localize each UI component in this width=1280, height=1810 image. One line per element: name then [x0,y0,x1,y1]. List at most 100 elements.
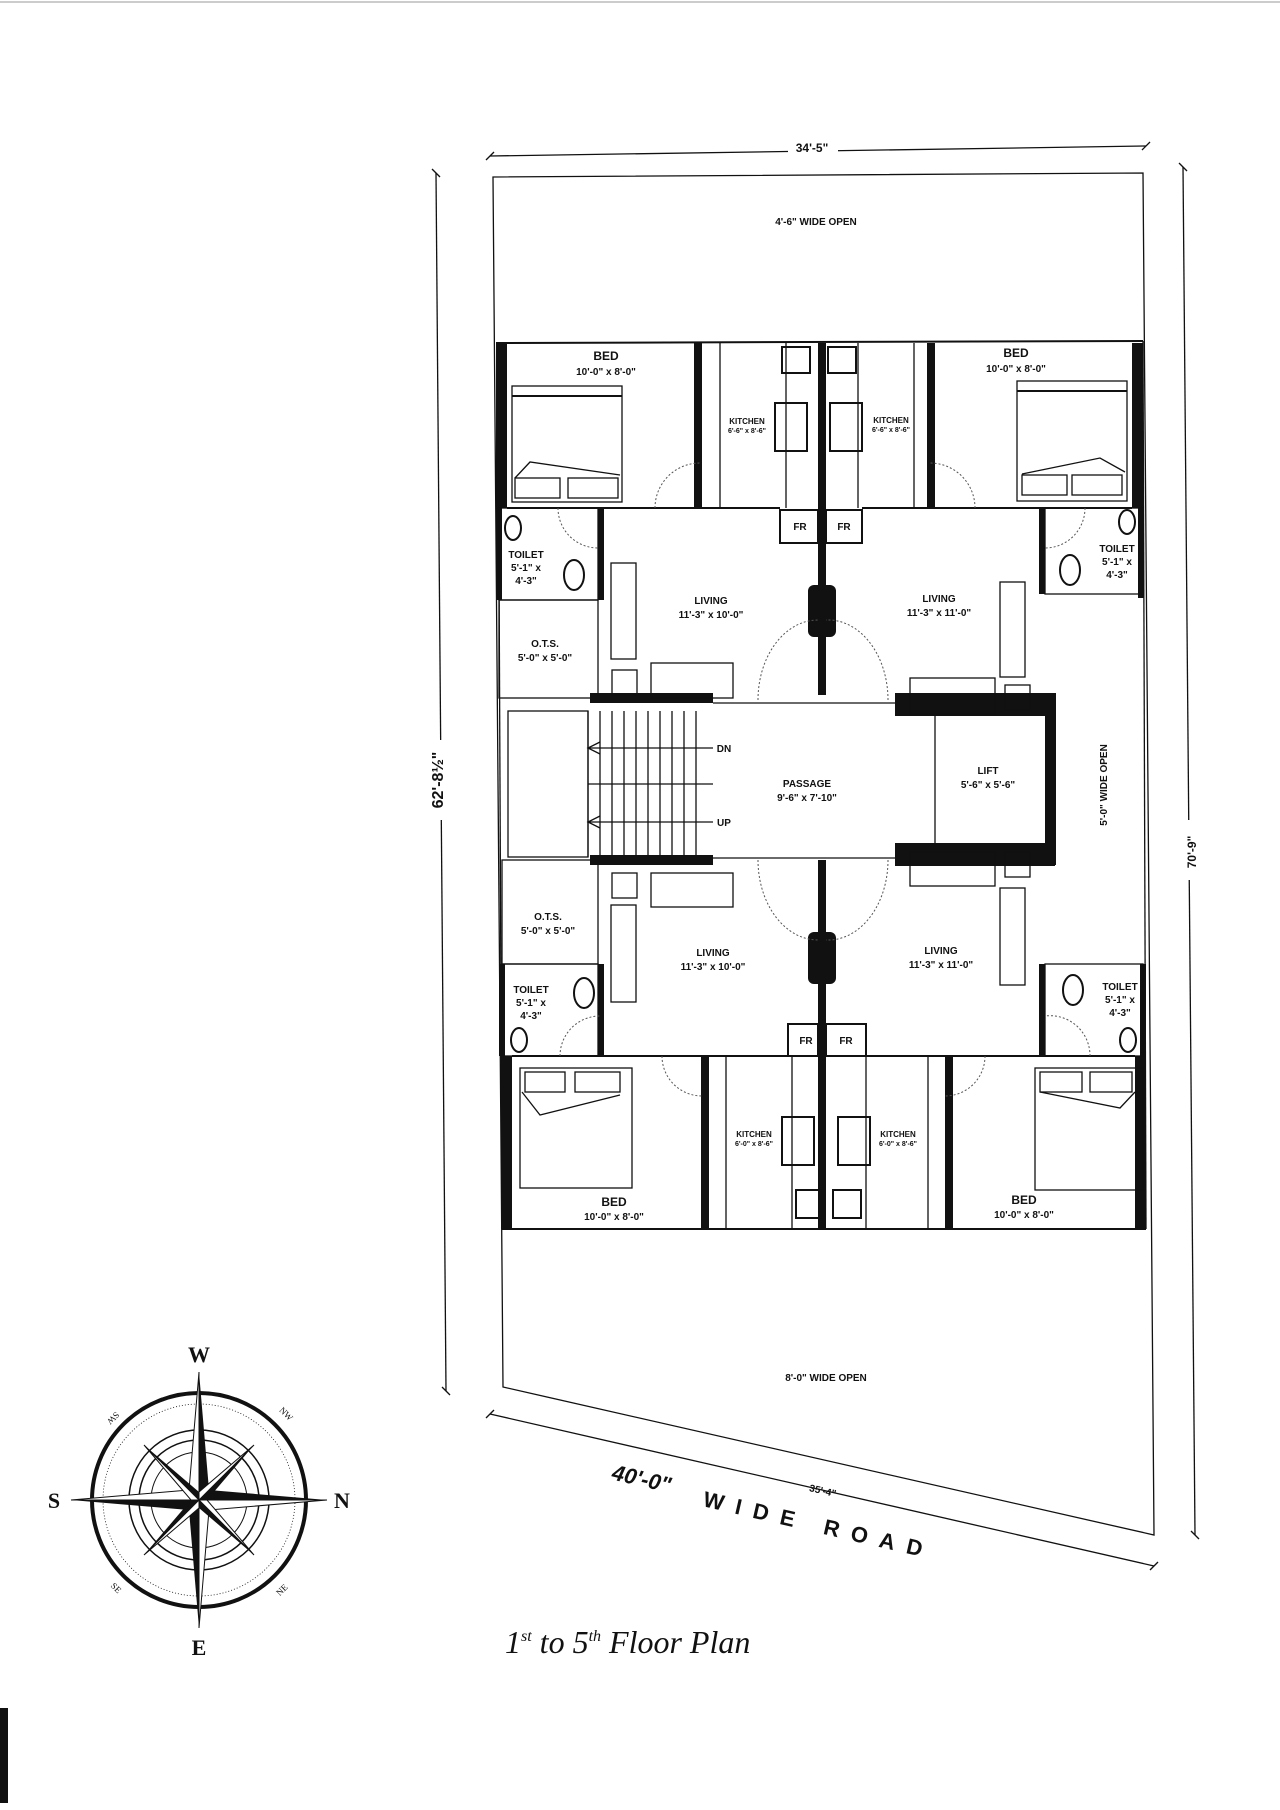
stove-icon [837,1116,871,1166]
ots-bottom-name: O.T.S. [534,912,562,923]
toilet-br-size: 5'-1" x [1105,995,1135,1006]
compass-ne: NE [274,1582,290,1598]
top-open-label: 4'-6" WIDE OPEN [775,217,857,228]
title-part: Floor Plan [601,1624,750,1660]
washbasin-icon [1118,509,1136,535]
road-label: WIDE ROAD [701,1487,937,1565]
furniture [504,346,1144,1219]
living-tl-size: 11'-3" x 10'-0" [679,610,744,621]
kitchen-br-name: KITCHEN [880,1130,916,1139]
compass-rose-icon: W E N S NW NE SW SE [48,1342,350,1660]
fridge-icon [825,1023,867,1057]
passage-name: PASSAGE [783,779,831,790]
wc-icon [1059,554,1081,586]
toilet-tl-size2: 4'-3" [515,576,537,587]
stair-down-label: DN [717,744,731,755]
toilet-tl-name: TOILET [508,550,543,561]
title-part: to 5 [532,1624,589,1660]
sink-icon [832,1189,862,1219]
road-width: 40'-0" [609,1460,674,1498]
compass-sw: SW [104,1410,121,1427]
toilet-br-size2: 4'-3" [1109,1008,1131,1019]
right-dimension-label: 70'-9" [1185,836,1199,869]
top-dimension: 34'-5" [485,138,1151,161]
sink-icon [827,346,857,374]
building [495,340,1147,1230]
toilet-tr-size: 5'-1" x [1102,557,1132,568]
living-bl-size: 11'-3" x 10'-0" [681,962,746,973]
bed-br-name: BED [1011,1193,1037,1207]
bottom-open-label: 8'-0" WIDE OPEN [785,1373,867,1384]
living-tr-name: LIVING [922,594,956,605]
bed-icon [511,385,623,503]
bottom-dimension: 35'-4" [485,1409,1159,1571]
side-open-label: 5'-0" WIDE OPEN [1099,744,1110,826]
living-br-size: 11'-3" x 11'-0" [909,960,974,971]
living-br-name: LIVING [924,946,958,957]
right-dimension: 70'-9" [1178,162,1202,1540]
washbasin-icon [504,515,522,541]
room-labels: BED 10'-0" x 8'-0" BED 10'-0" x 8'-0" BE… [508,346,1137,1223]
title-sup: th [589,1628,601,1645]
bed-icon [1016,380,1128,502]
kitchen-tr-name: KITCHEN [873,416,909,425]
left-dimension: 62'-8½" [428,168,451,1396]
title-sup: st [521,1628,532,1645]
bed-tl-name: BED [593,349,619,363]
bottom-dimension-label: 35'-4" [808,1483,837,1500]
washbasin-icon [1119,1027,1137,1053]
fridge-label: FR [837,522,851,533]
bed-br-size: 10'-0" x 8'-0" [994,1210,1054,1221]
stove-icon [829,402,863,452]
fridge-icon [787,1023,819,1057]
kitchen-tl-size: 6'-6" x 8'-6" [728,428,766,435]
fridge-icon [779,509,819,544]
compass-se: SE [109,1581,124,1596]
stove-icon [781,1116,815,1166]
kitchen-tr-size: 6'-6" x 8'-6" [872,427,910,434]
toilet-tr-size2: 4'-3" [1106,570,1128,581]
bed-tr-name: BED [1003,346,1029,360]
scan-edge-mark [0,1708,8,1803]
lift-size: 5'-6" x 5'-6" [961,780,1016,791]
compass-s: S [48,1488,60,1513]
bed-bl-size: 10'-0" x 8'-0" [584,1212,644,1223]
living-tr-size: 11'-3" x 11'-0" [907,608,972,619]
toilet-tl-size: 5'-1" x [511,563,541,574]
bed-icon [519,1067,633,1189]
wc-icon [573,977,595,1009]
toilet-bl-name: TOILET [513,985,548,996]
compass-w: W [188,1342,210,1367]
toilet-tr-name: TOILET [1099,544,1134,555]
kitchen-br-size: 6'-0" x 8'-6" [879,1141,917,1148]
stair-up-label: UP [717,818,731,829]
wc-icon [563,559,585,591]
living-tl-name: LIVING [694,596,728,607]
wc-icon [1062,974,1084,1006]
fridge-icon [825,509,863,544]
fridge-label: FR [799,1036,813,1047]
kitchen-bl-name: KITCHEN [736,1130,772,1139]
living-bl-name: LIVING [696,948,730,959]
bed-tl-size: 10'-0" x 8'-0" [576,367,636,378]
compass-nw: NW [277,1405,295,1423]
top-dimension-label: 34'-5" [796,141,829,155]
bed-icon [1034,1067,1144,1191]
compass-e: E [192,1635,207,1660]
plan-title: 1st to 5th Floor Plan [505,1624,750,1660]
passage-size: 9'-6" x 7'-10" [777,793,837,804]
fridge-label: FR [793,522,807,533]
ots-top-size: 5'-0" x 5'-0" [518,653,573,664]
bed-tr-size: 10'-0" x 8'-0" [986,364,1046,375]
toilet-bl-size2: 4'-3" [520,1011,542,1022]
ots-bottom-size: 5'-0" x 5'-0" [521,926,576,937]
toilet-br-name: TOILET [1102,982,1137,993]
stove-icon [774,402,808,452]
sink-icon [781,346,811,374]
left-dimension-label: 62'-8½" [430,752,447,809]
title-part: 1 [505,1624,521,1660]
ots-top-name: O.T.S. [531,639,559,650]
toilet-bl-size: 5'-1" x [516,998,546,1009]
fridge-label: FR [839,1036,853,1047]
